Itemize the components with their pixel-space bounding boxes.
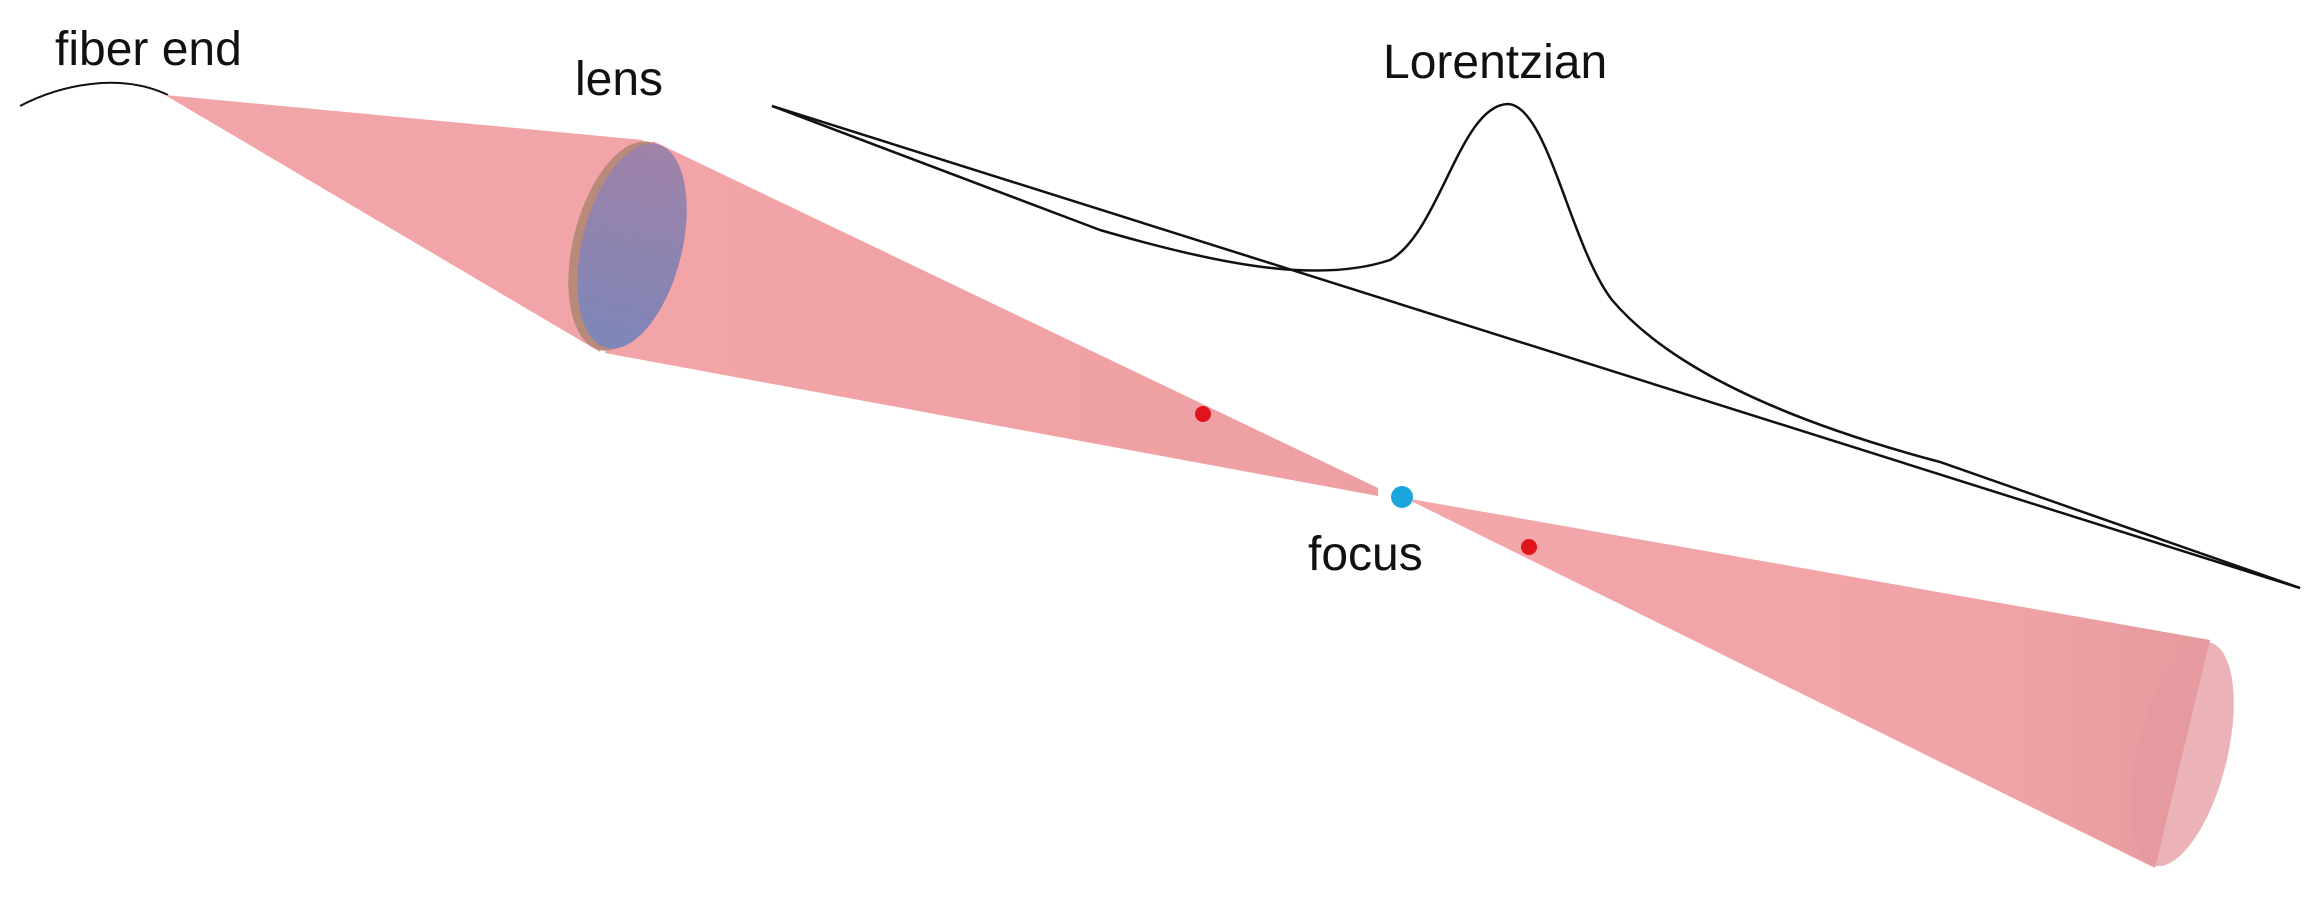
- label-lorentzian: Lorentzian: [1383, 36, 1607, 89]
- marker-dot-before-focus: [1195, 406, 1211, 422]
- beam-cone-lens-to-focus: [605, 141, 1378, 496]
- focus-point: [1391, 486, 1413, 508]
- lens-face: [577, 143, 687, 349]
- beam-cone-end-cap: [2130, 641, 2234, 867]
- label-focus: focus: [1308, 528, 1423, 581]
- beam-cone-after-focus: [1405, 498, 2210, 868]
- optical-axis-line: [771, 104, 2301, 590]
- label-fiber-end: fiber end: [55, 23, 242, 76]
- label-lens: lens: [575, 53, 663, 106]
- fiber-mode-profile: [19, 81, 169, 107]
- marker-dot-after-focus: [1521, 539, 1537, 555]
- lorentzian-curve: [771, 102, 2301, 590]
- beam-cone-fiber-to-lens: [165, 95, 643, 352]
